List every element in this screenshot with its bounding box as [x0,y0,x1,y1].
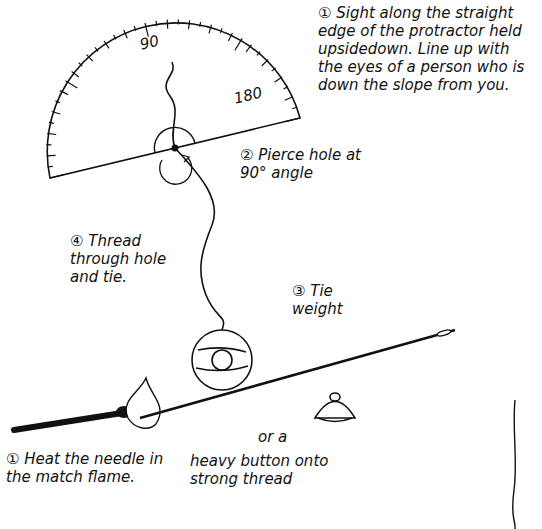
instruction-note: ④ Thread through hole and tie. [70,232,182,286]
protractor-tick [47,133,56,134]
protractor-tick [114,35,116,39]
protractor-tick [47,155,56,157]
protractor-tick [272,68,276,71]
protractor-tick [189,20,190,29]
protractor-tick [262,60,269,66]
instruction-note: heavy button onto strong thread [190,452,350,488]
protractor-tick [95,47,98,51]
protractor-tick [48,166,53,168]
protractor-tick [46,144,51,145]
protractor-tick [52,112,61,115]
plumb-thread [175,148,224,330]
protractor-tick [199,22,201,27]
instruction-note: or a [258,428,287,446]
protractor-tick [72,72,79,77]
plumb-thread-up [166,62,175,148]
protractor-tick [209,25,212,34]
protractor-tick [124,30,128,38]
protractor-tick [228,33,232,41]
instruction-note: ② Pierce hole at 90° angle [240,146,365,182]
protractor-tick [65,81,77,88]
match [14,378,160,430]
spool-weight [192,330,252,390]
protractor-tick [49,122,54,124]
protractor-tick [134,26,136,31]
button-weight [315,393,355,422]
protractor-tick [60,91,68,95]
instruction-note: ① Heat the needle in the match flame. [6,450,184,486]
protractor-tick [246,45,251,52]
border-line [513,400,516,529]
instruction-note: ① Sight along the straight edge of the p… [318,4,538,94]
protractor-tick [155,21,157,26]
protractor-tick [235,38,242,50]
instruction-note: ③ Tie weight [292,282,372,318]
protractor-tick [79,63,83,66]
protractor-tick [284,87,288,89]
protractor-tick [220,28,222,33]
protractor-tick [285,97,293,101]
protractor-tick [257,52,260,56]
protractor-tick [292,107,297,109]
protractor-tick [50,175,64,178]
protractor-tick [286,118,300,121]
needle [140,329,455,418]
protractor-tick [104,41,109,49]
protractor-tick [55,101,60,103]
protractor-tick [178,19,179,24]
protractor-tick [167,20,169,29]
protractor-tick [275,77,283,82]
protractor-tick [87,55,93,62]
